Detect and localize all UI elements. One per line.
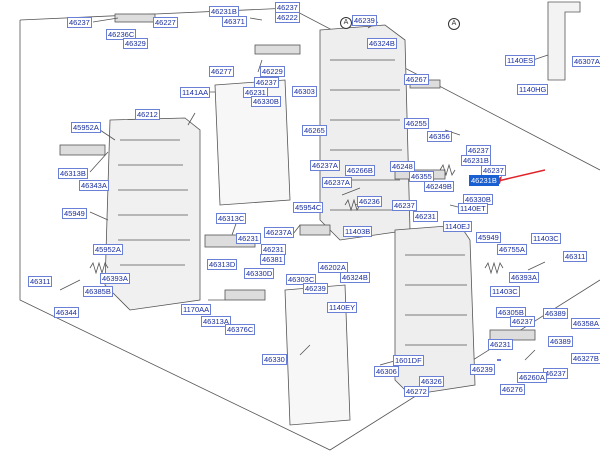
- part-label[interactable]: 46371: [222, 16, 247, 27]
- part-label[interactable]: 46311: [28, 276, 53, 287]
- part-label[interactable]: 11403C: [531, 233, 561, 244]
- part-label[interactable]: 45949: [62, 208, 87, 219]
- part-label[interactable]: 46330D: [244, 268, 275, 279]
- part-label[interactable]: 46212: [135, 109, 160, 120]
- spool-center-upper: [254, 44, 301, 55]
- part-label[interactable]: 46313B: [58, 168, 88, 179]
- part-label-highlighted[interactable]: 46231B: [469, 175, 499, 186]
- part-label[interactable]: 1170AA: [181, 304, 212, 315]
- part-label[interactable]: 46237A: [264, 227, 294, 238]
- part-label[interactable]: 46356: [427, 131, 452, 142]
- part-label[interactable]: 45952A: [71, 122, 101, 133]
- part-label[interactable]: 1140EY: [327, 302, 358, 313]
- bracket: [547, 1, 581, 81]
- part-label[interactable]: 46381: [260, 254, 285, 265]
- part-label[interactable]: 46236C: [106, 29, 137, 40]
- part-label[interactable]: 46311: [563, 251, 588, 262]
- spring-4: [439, 163, 456, 177]
- red-arrow: [497, 169, 546, 182]
- left-valve-body: [104, 117, 201, 311]
- spool-mid: [299, 224, 331, 236]
- spool-left-mid: [59, 144, 106, 156]
- spring-3: [344, 198, 361, 212]
- part-label[interactable]: 46202A: [318, 262, 348, 273]
- part-label[interactable]: 46755A: [497, 244, 527, 255]
- part-label[interactable]: 46313C: [216, 213, 247, 224]
- part-label[interactable]: 46306: [374, 366, 399, 377]
- part-label[interactable]: 46358A: [571, 318, 600, 329]
- part-label[interactable]: 46239: [470, 364, 495, 375]
- part-label[interactable]: 46326: [419, 376, 444, 387]
- part-label[interactable]: 46237A: [322, 177, 352, 188]
- part-label[interactable]: 46393A: [509, 272, 539, 283]
- part-label[interactable]: 46389: [543, 308, 568, 319]
- part-label[interactable]: 46376C: [225, 324, 256, 335]
- lower-valve-body: [394, 224, 476, 396]
- part-label[interactable]: [497, 359, 501, 361]
- spring-2: [484, 261, 504, 275]
- part-label[interactable]: 11403B: [343, 226, 373, 237]
- part-label[interactable]: 46343A: [79, 180, 109, 191]
- part-label[interactable]: 46327B: [571, 353, 600, 364]
- part-label[interactable]: 46267: [404, 74, 429, 85]
- part-label[interactable]: 46227: [153, 17, 178, 28]
- part-label[interactable]: 46237: [392, 200, 417, 211]
- part-label[interactable]: 46272: [404, 386, 429, 397]
- part-label[interactable]: 11403C: [490, 286, 520, 297]
- spool-upper-left: [114, 13, 156, 23]
- part-label[interactable]: 46248: [390, 161, 415, 172]
- part-label[interactable]: 46249B: [424, 181, 454, 192]
- part-label[interactable]: 45952A: [93, 244, 123, 255]
- part-label[interactable]: 46266B: [345, 165, 375, 176]
- part-label[interactable]: 46277: [209, 66, 234, 77]
- part-label[interactable]: 46324B: [367, 38, 397, 49]
- part-label[interactable]: 46313D: [207, 259, 238, 270]
- part-label[interactable]: 46303C: [286, 274, 317, 285]
- part-label[interactable]: 46237: [510, 316, 535, 327]
- part-label[interactable]: 46393A: [100, 273, 130, 284]
- part-label[interactable]: 46276: [500, 384, 525, 395]
- part-label[interactable]: 46231: [413, 211, 438, 222]
- part-label[interactable]: 46239: [352, 15, 377, 26]
- part-label[interactable]: 1140ES: [505, 55, 536, 66]
- part-label[interactable]: 46237: [67, 17, 92, 28]
- part-label[interactable]: 46260A: [517, 372, 547, 383]
- part-label[interactable]: 46324B: [340, 272, 370, 283]
- section-marker-a: A: [448, 18, 460, 30]
- part-label[interactable]: 46389: [548, 336, 573, 347]
- part-label[interactable]: 46239: [303, 283, 328, 294]
- part-label[interactable]: 1140ET: [458, 203, 488, 214]
- part-label[interactable]: 46344: [54, 307, 79, 318]
- part-label[interactable]: 46231: [236, 233, 261, 244]
- part-label[interactable]: 46303: [292, 86, 317, 97]
- spool-center-low: [224, 289, 266, 301]
- part-label[interactable]: 46307A: [572, 56, 600, 67]
- part-label[interactable]: 46329: [123, 38, 148, 49]
- part-label[interactable]: 45949: [476, 232, 501, 243]
- part-label[interactable]: 46255: [404, 118, 429, 129]
- part-label[interactable]: 46385B: [83, 286, 113, 297]
- part-label[interactable]: 46330: [262, 354, 287, 365]
- part-label[interactable]: 46231: [488, 339, 513, 350]
- part-label[interactable]: 46222: [275, 12, 300, 23]
- part-label[interactable]: 1601DF: [393, 355, 424, 366]
- part-label[interactable]: 46313A: [201, 316, 231, 327]
- spring-1: [89, 261, 109, 275]
- part-label[interactable]: 46229: [260, 66, 285, 77]
- part-label[interactable]: 46237A: [310, 160, 340, 171]
- part-label[interactable]: 1140EJ: [443, 221, 472, 232]
- part-label[interactable]: 1141AA: [180, 87, 211, 98]
- part-label[interactable]: 46265: [302, 125, 327, 136]
- part-label[interactable]: 46231B: [461, 155, 491, 166]
- part-label[interactable]: 46330B: [251, 96, 281, 107]
- part-label[interactable]: 1140HG: [517, 84, 549, 95]
- part-label[interactable]: 46355: [409, 171, 434, 182]
- part-label[interactable]: 46236: [357, 196, 382, 207]
- section-marker-a: A: [340, 17, 352, 29]
- part-label[interactable]: 45954C: [293, 202, 324, 213]
